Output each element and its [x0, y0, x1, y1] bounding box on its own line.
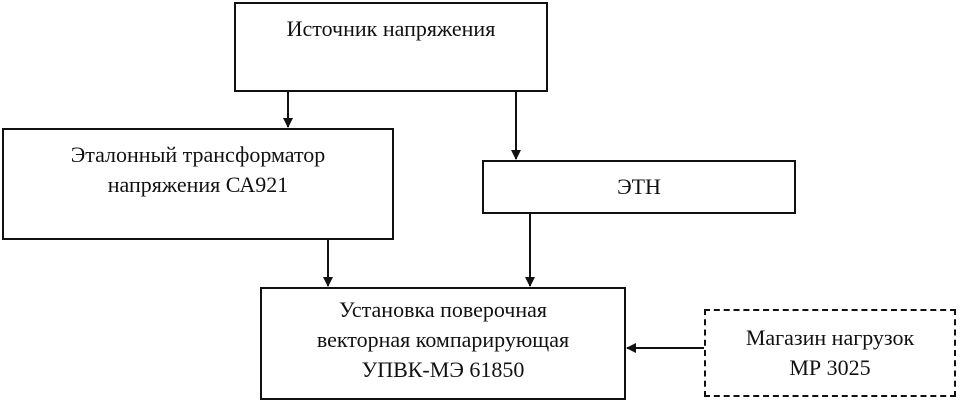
- upvk-label-line-3: УПВК-МЭ 61850: [361, 357, 525, 382]
- etn-box: ЭТН: [482, 160, 796, 214]
- load-box-label-line-2: МР 3025: [789, 355, 871, 380]
- reference-transformer-label-line-2: напряжения СА921: [107, 172, 289, 197]
- load-box-label-line-1: Магазин нагрузок: [745, 325, 915, 350]
- voltage-source-box: Источник напряжения: [234, 2, 548, 92]
- reference-transformer-label-line-1: Эталонный трансформатор: [70, 142, 326, 167]
- etn-label: ЭТН: [617, 174, 661, 199]
- upvk-box: Установка поверочная векторная компариру…: [260, 287, 626, 400]
- reference-transformer-box: Эталонный трансформатор напряжения СА921: [2, 128, 394, 240]
- voltage-source-label: Источник напряжения: [286, 16, 496, 41]
- load-box: Магазин нагрузок МР 3025: [704, 309, 956, 397]
- upvk-label-line-1: Установка поверочная: [338, 297, 548, 322]
- upvk-label-line-2: векторная компарирующая: [316, 327, 570, 352]
